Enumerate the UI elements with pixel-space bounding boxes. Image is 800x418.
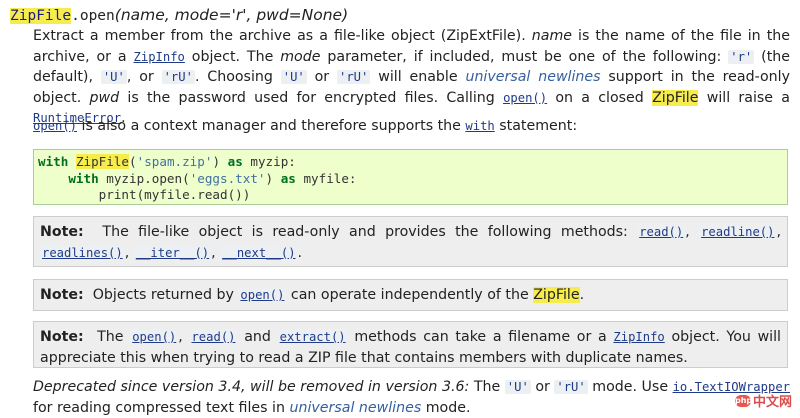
note-label: Note:	[40, 224, 84, 240]
note-read-only: Note: The file-like object is read-only …	[33, 216, 788, 267]
mode-param: mode	[280, 48, 321, 65]
mode-U: 'U'	[504, 380, 531, 394]
deprecated-label: Deprecated since version 3.4, will be re…	[33, 379, 470, 395]
extract-link[interactable]: extract()	[277, 330, 348, 344]
iter-link[interactable]: __iter__()	[133, 245, 212, 260]
open-link[interactable]: open()	[33, 119, 78, 133]
read-link[interactable]: read()	[637, 225, 686, 239]
code-line-3: print(myfile.read())	[98, 187, 251, 203]
readlines-link[interactable]: readlines()	[40, 245, 125, 260]
note-filename: Note: The open(), read() and extract() m…	[33, 321, 788, 368]
zipinfo-link[interactable]: ZipInfo	[133, 49, 185, 64]
name-param: name	[531, 28, 573, 44]
method-params: (name, mode='r', pwd=None)	[114, 6, 349, 24]
next-link[interactable]: __next__()	[220, 245, 298, 260]
runtime-error-link[interactable]: RuntimeError	[33, 111, 122, 126]
mode-U-2: 'U'	[280, 70, 307, 85]
open-link[interactable]: open()	[238, 288, 287, 302]
note-independent: Note: Objects returned by open() can ope…	[33, 279, 788, 311]
context-manager-paragraph: open() is also a context manager and the…	[33, 118, 578, 134]
code-example: with ZipFile('spam.zip') as myzip: with …	[33, 149, 788, 205]
class-name: ZipFile	[10, 8, 72, 24]
pwd-param: pwd	[89, 89, 120, 106]
mode-r: 'r'	[728, 49, 755, 64]
note-label: Note:	[40, 329, 84, 345]
code-line-2: with myzip.open('eggs.txt') as myfile:	[68, 170, 357, 186]
zipinfo-link[interactable]: ZipInfo	[613, 330, 665, 344]
mode-rU-2: 'rU'	[337, 70, 371, 85]
mode-rU: 'rU'	[554, 380, 588, 394]
universal-newlines-link[interactable]: universal newlines	[465, 69, 601, 86]
note-label: Note:	[40, 287, 84, 303]
readline-link[interactable]: readline()	[699, 225, 777, 239]
signature-dot: .	[71, 8, 80, 24]
php-logo-icon: php	[734, 394, 753, 407]
read-link[interactable]: read()	[189, 330, 238, 344]
open-link[interactable]: open()	[503, 90, 548, 105]
mode-rU: 'rU'	[161, 70, 195, 85]
zipfile-highlight: ZipFile	[533, 287, 580, 303]
textiowrapper-link[interactable]: io.TextIOWrapper	[672, 380, 790, 394]
watermark-text: 中文网	[752, 395, 792, 410]
with-keyword-link[interactable]: with	[465, 119, 495, 133]
deprecation-notice: Deprecated since version 3.4, will be re…	[33, 379, 790, 416]
method-signature: ZipFile.open(name, mode='r', pwd=None)	[10, 3, 348, 28]
open-link[interactable]: open()	[130, 330, 179, 344]
zipfile-highlight: ZipFile	[652, 89, 699, 106]
code-line-1: with ZipFile('spam.zip') as myzip:	[38, 154, 296, 169]
universal-newlines-link[interactable]: universal newlines	[289, 399, 422, 416]
mode-U: 'U'	[100, 70, 127, 85]
method-name: open	[79, 8, 115, 24]
description-paragraph: Extract a member from the archive as a f…	[33, 28, 790, 127]
